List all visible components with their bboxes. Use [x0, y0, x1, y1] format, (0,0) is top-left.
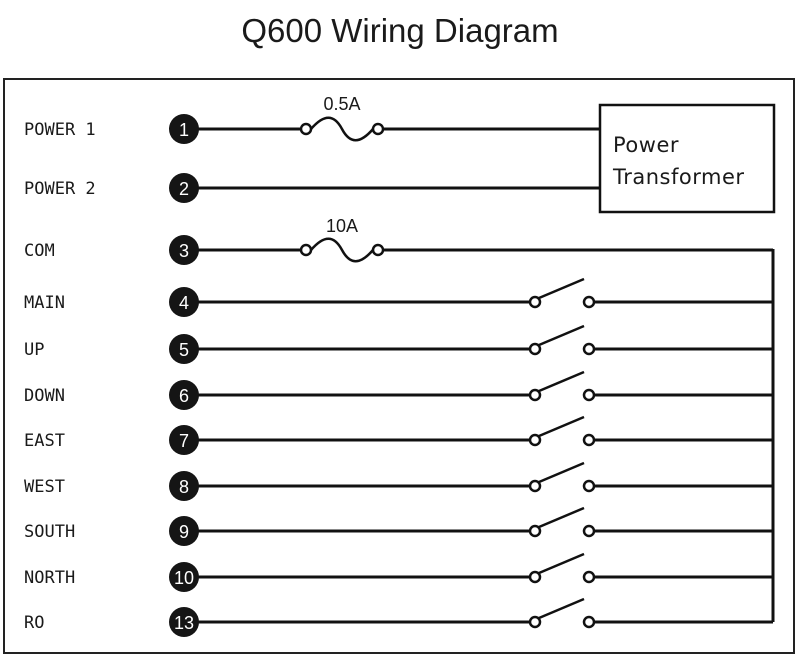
terminal-label-1: POWER 1 — [24, 120, 96, 140]
row-main: MAIN 4 — [24, 277, 773, 317]
switch-contact — [528, 433, 542, 447]
terminal-badge-1 — [169, 114, 199, 144]
terminal-badge — [169, 607, 199, 637]
row-com: COM 10A 3 — [24, 216, 773, 265]
terminal-number-3: 3 — [179, 241, 189, 261]
switch-lever — [538, 415, 585, 438]
terminal-number-2: 2 — [179, 179, 189, 199]
switch-contact — [582, 388, 596, 402]
terminal-label: WEST — [24, 477, 65, 497]
terminal-badge-2 — [169, 173, 199, 203]
row-ro: RO 13 — [24, 597, 773, 637]
terminal-badge — [169, 562, 199, 592]
switch-contact — [528, 295, 542, 309]
switch-lever — [538, 277, 585, 300]
fuse-rating-2: 10A — [326, 216, 358, 236]
fuse-terminal — [371, 122, 385, 136]
switch-lever — [538, 597, 585, 620]
terminal-number-1: 1 — [179, 120, 189, 140]
switch-lever — [538, 506, 585, 529]
fuse-icon — [310, 116, 374, 142]
power-transformer: Power Transformer — [598, 103, 776, 214]
row-power-1: POWER 1 0.5A 1 — [24, 94, 600, 144]
terminal-label: DOWN — [24, 386, 65, 406]
diagram-title: Q600 Wiring Diagram — [241, 12, 559, 49]
terminal-label: EAST — [24, 431, 65, 451]
switch-contact — [582, 524, 596, 538]
switch-contact — [528, 388, 542, 402]
terminal-label: NORTH — [24, 568, 75, 588]
terminal-label-2: POWER 2 — [24, 179, 96, 199]
transformer-label-line1: Power — [613, 133, 679, 157]
row-power-2: POWER 2 2 — [24, 173, 600, 203]
terminal-badge — [169, 425, 199, 455]
terminal-badge — [169, 516, 199, 546]
terminal-label: RO — [24, 613, 44, 633]
switch-contact — [528, 524, 542, 538]
row-down: DOWN 6 — [24, 370, 773, 410]
terminal-label-3: COM — [24, 241, 55, 261]
switch-contact — [582, 342, 596, 356]
switch-contact — [528, 342, 542, 356]
switch-lever — [538, 461, 585, 484]
switch-contact — [582, 615, 596, 629]
terminal-badge — [169, 334, 199, 364]
terminal-badge — [169, 471, 199, 501]
row-north: NORTH 10 — [24, 552, 773, 592]
row-south: SOUTH 9 — [24, 506, 773, 546]
terminal-badge — [169, 380, 199, 410]
switch-contact — [528, 479, 542, 493]
switch-lever — [538, 324, 585, 347]
switch-lever — [538, 370, 585, 393]
fuse-rating-1: 0.5A — [323, 94, 360, 114]
transformer-label-line2: Transformer — [612, 165, 745, 189]
terminal-number: 8 — [179, 477, 189, 497]
fuse-icon — [310, 237, 374, 263]
row-up: UP 5 — [24, 324, 773, 364]
terminal-number: 7 — [179, 431, 189, 451]
terminal-number: 13 — [174, 613, 194, 633]
terminal-label: MAIN — [24, 293, 65, 313]
terminal-label: UP — [24, 340, 44, 360]
terminal-number: 10 — [174, 568, 194, 588]
switch-contact — [582, 295, 596, 309]
terminal-badge-3 — [169, 235, 199, 265]
fuse-terminal — [299, 122, 313, 136]
terminal-number: 9 — [179, 522, 189, 542]
terminal-number: 6 — [179, 386, 189, 406]
row-west: WEST 8 — [24, 461, 773, 501]
terminal-number: 4 — [179, 293, 189, 313]
switch-lever — [538, 552, 585, 575]
terminal-number: 5 — [179, 340, 189, 360]
switch-contact — [582, 433, 596, 447]
switch-contact — [528, 570, 542, 584]
row-east: EAST 7 — [24, 415, 773, 455]
terminal-badge — [169, 287, 199, 317]
terminal-label: SOUTH — [24, 522, 75, 542]
fuse-terminal — [299, 243, 313, 257]
switch-contact — [582, 570, 596, 584]
switch-contact — [528, 615, 542, 629]
outer-frame — [3, 78, 795, 654]
switch-contact — [582, 479, 596, 493]
fuse-terminal — [371, 243, 385, 257]
